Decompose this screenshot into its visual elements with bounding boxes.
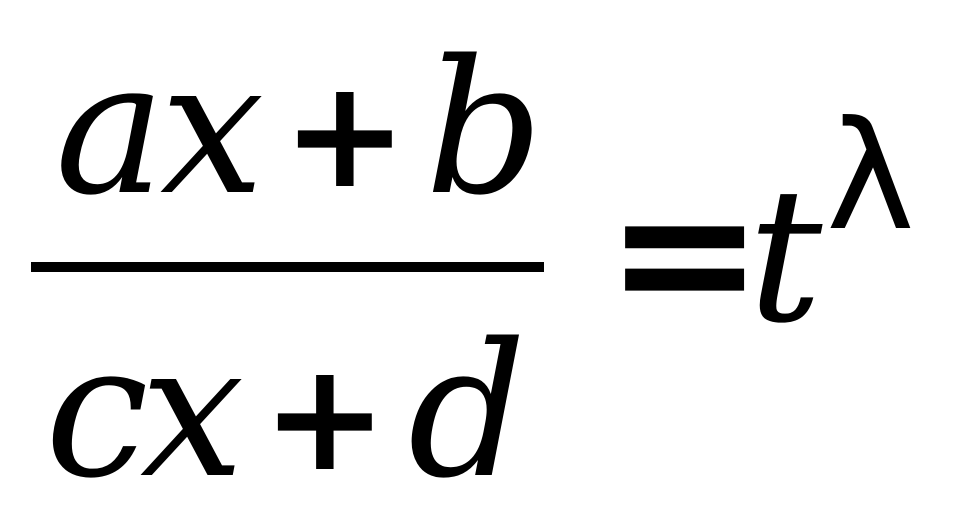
exponent-lambda: λ (826, 90, 915, 264)
numerator-var-x: x (160, 20, 264, 236)
equals-sign: = (605, 142, 764, 363)
base-var-t: t (748, 148, 823, 364)
denominator-plus: + (262, 331, 388, 505)
numerator-var-a: a (55, 20, 165, 236)
numerator: a x + b (55, 20, 543, 236)
denominator: c x + d (45, 303, 526, 519)
numerator-var-b: b (425, 20, 543, 236)
denominator-var-c: c (45, 303, 149, 519)
denominator-var-d: d (408, 303, 526, 519)
fraction-bar (31, 262, 544, 272)
numerator-plus: + (282, 48, 408, 222)
denominator-var-x: x (140, 303, 244, 519)
